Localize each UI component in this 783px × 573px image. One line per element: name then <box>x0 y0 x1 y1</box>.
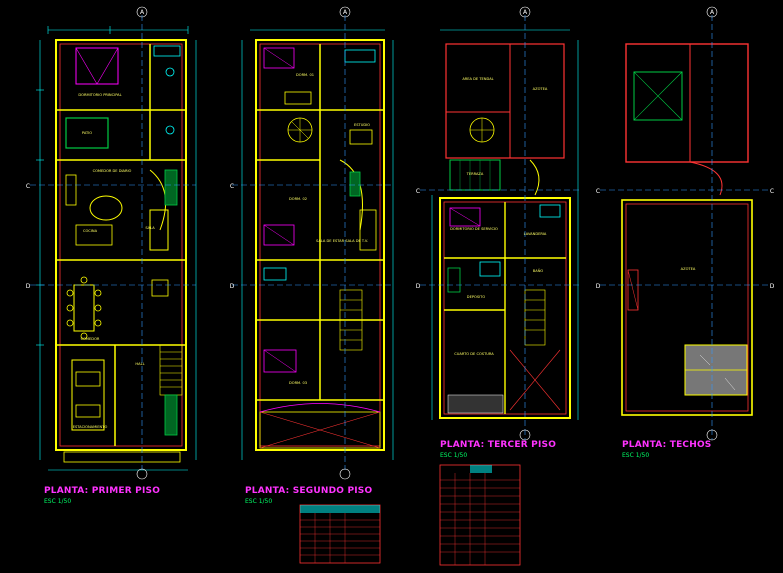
room-label: PATIO <box>82 131 92 135</box>
svg-text:C: C <box>770 188 774 195</box>
svg-text:C: C <box>230 183 234 190</box>
dimension-lines <box>431 29 579 420</box>
plan-primer-piso <box>30 15 197 471</box>
room-label: DEPOSITO <box>467 295 486 299</box>
plan-segundo-piso <box>232 15 394 470</box>
svg-text:D: D <box>26 283 31 290</box>
svg-text:D: D <box>230 283 235 290</box>
room-label: AZOTEA <box>681 267 696 271</box>
svg-text:D: D <box>770 283 775 290</box>
svg-text:C: C <box>416 188 420 195</box>
plan-scale-tercer-piso: ESC 1/50 <box>440 452 468 459</box>
room-label: DORM. 02 <box>289 197 307 201</box>
door-schedule-table <box>299 504 381 564</box>
room-label: BAÑO <box>533 268 544 273</box>
svg-text:D: D <box>416 283 421 290</box>
svg-text:A: A <box>710 9 715 16</box>
plan-title-techos: PLANTA: TECHOS <box>622 440 712 450</box>
room-label: LAVANDERIA <box>524 232 547 236</box>
room-label: SALA DE ESTAR SALA DE T.V. <box>316 239 368 243</box>
plan-techos <box>600 15 770 440</box>
plan-scale-primer-piso: ESC 1/50 <box>44 498 72 505</box>
room-label: ESTACIONAMIENTO <box>73 425 108 429</box>
room-label: AZOTEA <box>533 87 548 91</box>
room-label: COMEDOR <box>81 337 100 341</box>
room-label: AREA DE TENDAL <box>462 77 493 81</box>
plan-title-tercer-piso: PLANTA: TERCER PISO <box>440 440 557 450</box>
room-label: DORMITORIO PRINCIPAL <box>78 93 121 97</box>
plan-tercer-piso <box>420 15 580 440</box>
room-label: HALL <box>135 362 144 366</box>
room-label: DORM. 01 <box>296 73 314 77</box>
room-label: DORM. 03 <box>289 381 307 385</box>
room-labels: DORMITORIO PRINCIPAL PATIO COMEDOR DE DI… <box>73 73 696 429</box>
room-label: COMEDOR DE DIARIO <box>93 169 132 173</box>
svg-text:A: A <box>140 9 145 16</box>
room-label: CUARTO DE COSTURA <box>454 352 494 356</box>
svg-text:A: A <box>343 9 348 16</box>
svg-text:C: C <box>596 188 600 195</box>
svg-text:D: D <box>596 283 601 290</box>
room-label: SALA <box>145 226 155 230</box>
svg-text:C: C <box>26 183 30 190</box>
plan-title-primer-piso: PLANTA: PRIMER PISO <box>44 486 161 496</box>
plan-scale-segundo-piso: ESC 1/50 <box>245 498 273 505</box>
room-label: DORMITORIO DE SERVICIO <box>450 227 498 231</box>
plan-scale-techos: ESC 1/50 <box>622 452 650 459</box>
room-label: ESTUDIO <box>354 123 370 127</box>
axis-letters: A A A A C D C D C D C D C D <box>26 9 775 290</box>
dimension-lines <box>241 29 394 460</box>
room-label: COCINA <box>83 229 98 233</box>
window-schedule-table <box>439 464 521 566</box>
svg-text:A: A <box>523 9 528 16</box>
axis-markers <box>136 6 718 480</box>
plan-title-segundo-piso: PLANTA: SEGUNDO PISO <box>245 486 373 496</box>
room-label: TERRAZA <box>466 172 484 176</box>
